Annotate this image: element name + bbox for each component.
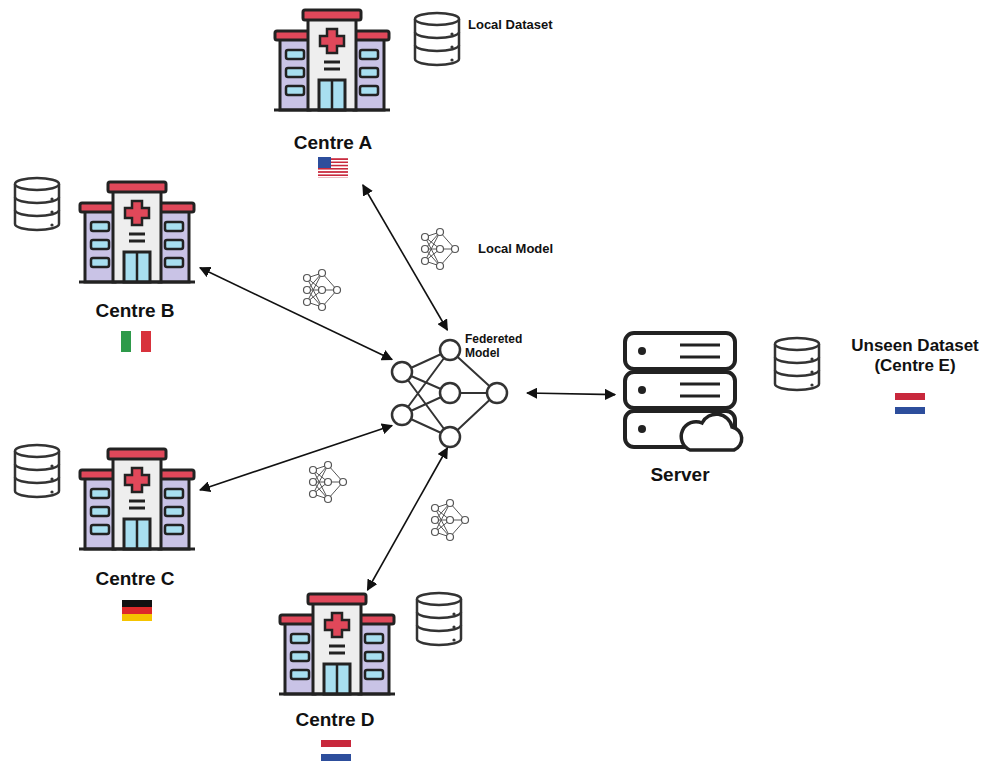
database-icon (415, 13, 459, 65)
hospital-node: Centre D (270, 590, 400, 765)
hospital-icon (279, 594, 395, 694)
server-label: Server (615, 464, 745, 487)
italy-flag (121, 331, 151, 352)
hospital-icon (79, 182, 195, 282)
germany-flag (122, 600, 152, 621)
model-note: Local Model (478, 241, 553, 256)
dataset-note: Local Dataset (468, 17, 553, 32)
centre-label: Centre B (70, 300, 200, 323)
database-icon (15, 178, 59, 230)
database-icon (775, 338, 819, 390)
hospital-icon (274, 10, 390, 110)
double-arrow (368, 448, 448, 590)
hospital-node: Centre B (70, 177, 200, 355)
hospital-node: Centre A (268, 5, 398, 185)
double-arrow (527, 393, 615, 395)
database-icon (417, 593, 461, 645)
local-model-icon (422, 229, 459, 270)
hospital-icon (79, 449, 195, 549)
double-arrow (363, 185, 447, 330)
hospital-node: Centre C (70, 445, 200, 625)
model-label: Federeted Model (465, 332, 527, 361)
local-model-icon (310, 462, 347, 503)
server-node: Server (615, 325, 745, 489)
local-model-icon (304, 270, 341, 311)
centre-label: Centre C (70, 568, 200, 591)
centre-label: Centre A (268, 132, 398, 155)
dataset-label: Unseen Dataset (Centre E) (831, 336, 999, 377)
double-arrow (200, 268, 392, 360)
unseen-dataset: Unseen Dataset (Centre E) (765, 328, 1001, 420)
us-flag (318, 157, 348, 178)
netherlands-flag (895, 393, 925, 414)
netherlands-flag (321, 740, 351, 761)
federated-model: Federeted Model (392, 330, 527, 448)
database-icon (15, 445, 59, 497)
local-model-icon (432, 500, 469, 541)
centre-label: Centre D (270, 709, 400, 732)
server-icon (625, 333, 742, 450)
double-arrow (200, 426, 392, 490)
